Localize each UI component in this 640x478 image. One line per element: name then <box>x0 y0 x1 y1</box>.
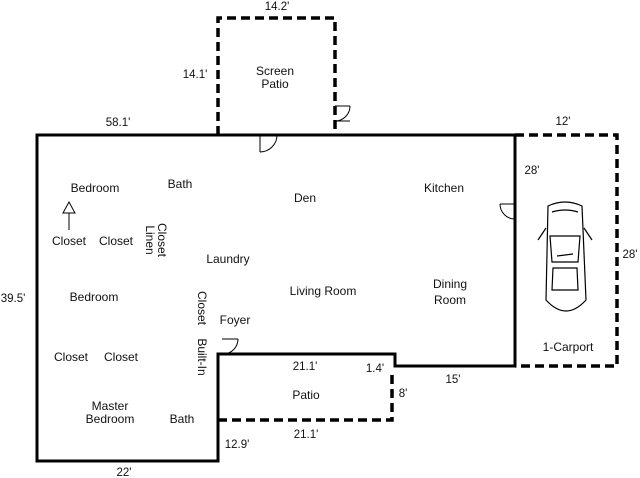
room-screen-patio-line1: Screen <box>256 64 294 78</box>
kitchen-door <box>499 203 516 220</box>
room-closet-1: Closet <box>52 234 87 248</box>
dim-patio-bottom: 21.1' <box>294 429 319 441</box>
dim-carport-inner: 28' <box>525 165 540 177</box>
dim-carport-width: 12' <box>556 116 571 128</box>
room-closet-2: Closet <box>99 234 134 248</box>
room-built-in: Built-In <box>195 338 209 375</box>
room-kitchen: Kitchen <box>424 181 464 195</box>
room-carport: 1-Carport <box>543 340 594 354</box>
patio-outline <box>218 371 394 422</box>
dim-top-wall: 58.1' <box>106 117 131 129</box>
dim-carport-depth: 28' <box>623 249 638 261</box>
dim-patio-offset: 1.4' <box>366 363 384 375</box>
room-den: Den <box>294 191 316 205</box>
room-foyer: Foyer <box>220 313 251 327</box>
room-bath-1: Bath <box>168 177 193 191</box>
dim-right-lower: 15' <box>446 374 461 386</box>
room-linen-closet-line2: Closet <box>155 223 169 258</box>
room-patio: Patio <box>292 388 320 402</box>
foyer-door <box>222 338 239 355</box>
room-closet-4: Closet <box>104 350 139 364</box>
room-laundry: Laundry <box>206 252 249 266</box>
room-bedroom-2: Bedroom <box>70 290 119 304</box>
room-bedroom-1: Bedroom <box>71 181 120 195</box>
room-linen-closet-line1: Linen <box>143 225 157 254</box>
room-closet-3: Closet <box>54 350 89 364</box>
screen-patio-door <box>334 105 351 122</box>
up-arrow-icon <box>62 200 76 230</box>
room-master-line2: Bedroom <box>86 412 135 426</box>
room-dining-line1: Dining <box>433 277 467 291</box>
screen-patio-outline <box>216 16 337 135</box>
dim-patio-depth: 8' <box>399 388 408 400</box>
room-dining-line2: Room <box>434 293 466 307</box>
room-screen-patio-line2: Patio <box>261 77 289 91</box>
room-closet-vertical: Closet <box>195 291 209 326</box>
car-icon <box>537 201 593 312</box>
room-master-line1: Master <box>92 399 129 413</box>
house-exterior-wall <box>35 133 517 463</box>
dim-patio-side: 12.9' <box>225 439 250 451</box>
dim-screen-patio-depth: 14.1' <box>183 69 208 81</box>
carport-outline <box>515 133 619 368</box>
room-bath-2: Bath <box>170 412 195 426</box>
dim-patio-top: 21.1' <box>293 361 318 373</box>
dim-bottom-wall: 22' <box>117 467 132 478</box>
den-door <box>259 134 278 153</box>
dim-left-wall: 39.5' <box>1 293 26 305</box>
room-living-room: Living Room <box>290 284 357 298</box>
dim-screen-patio-width: 14.2' <box>265 1 290 13</box>
